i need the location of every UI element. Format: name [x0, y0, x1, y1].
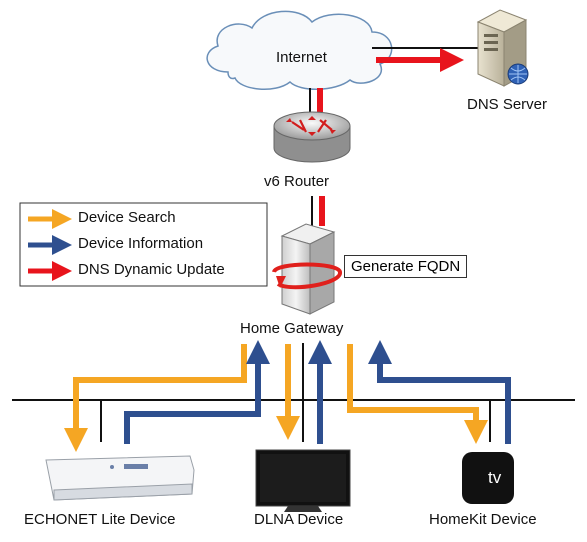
dlna-device-label: DLNA Device [254, 511, 344, 528]
homekit-search-arrow [347, 344, 488, 444]
v6-router-label: v6 Router [264, 173, 330, 190]
server-icon [476, 9, 529, 87]
legend-information-label: Device Information [78, 235, 204, 252]
echonet-search-arrow [64, 344, 247, 452]
legend-search-label: Device Search [78, 209, 176, 226]
apple-tv-text: tv [488, 468, 502, 487]
cloud-icon [206, 10, 393, 90]
gateway-icon [272, 223, 342, 315]
dns-server-label: DNS Server [467, 96, 548, 113]
generate-fqdn-box: Generate FQDN [344, 255, 468, 278]
echonet-device-label: ECHONET Lite Device [24, 511, 176, 528]
internet-label: Internet [276, 49, 327, 66]
homekit-info-arrow [368, 340, 511, 444]
homekit-device-label: HomeKit Device [429, 511, 537, 528]
router-icon [273, 111, 351, 163]
air-conditioner-icon [45, 455, 195, 501]
legend-dns-label: DNS Dynamic Update [78, 261, 225, 278]
television-icon [255, 449, 351, 512]
apple-tv-icon [424, 418, 514, 504]
home-gateway-label: Home Gateway [240, 320, 344, 337]
echonet-info-arrow [124, 340, 270, 444]
